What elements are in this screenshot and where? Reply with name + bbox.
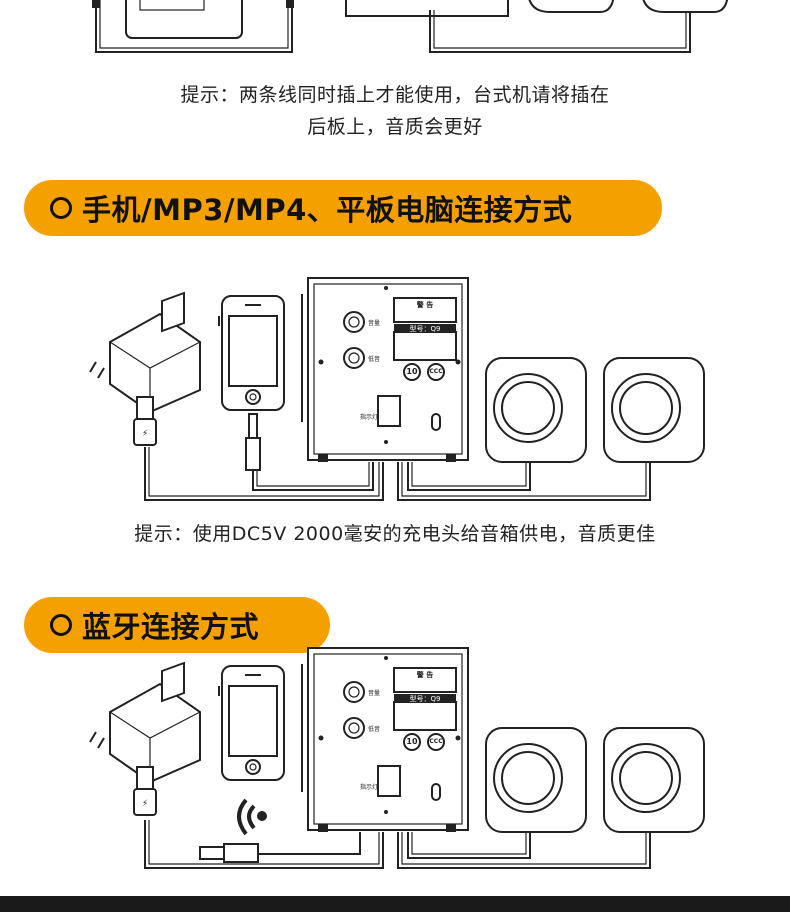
power-adapter-icon xyxy=(89,661,201,784)
bluetooth-signal-icon xyxy=(237,798,267,836)
speaker-icon xyxy=(603,357,705,463)
warning-title: 警 告 xyxy=(416,671,434,679)
model-label: 型号：Q9 xyxy=(409,325,441,333)
ccc-mark: CCC xyxy=(429,738,443,745)
top-diagram-fragment xyxy=(92,0,729,53)
cert-badge: 10 xyxy=(406,367,418,376)
speaker-icon xyxy=(485,357,587,463)
usb-plug-icon: ⚡ xyxy=(133,396,157,446)
knob-label-volume: 音量 xyxy=(368,320,381,327)
indicator-label: 指示灯 xyxy=(360,784,379,791)
warning-title: 警 告 xyxy=(416,301,434,309)
speaker-icon xyxy=(603,727,705,833)
top-pc-fragment xyxy=(92,0,294,53)
cert-badge: 10 xyxy=(406,737,418,746)
speaker-main-unit xyxy=(301,277,469,462)
ccc-mark: CCC xyxy=(429,368,443,375)
speaker-icon xyxy=(485,727,587,833)
circle-bullet-icon xyxy=(50,614,72,636)
usb-plug-icon: ⚡ xyxy=(133,766,157,816)
phone-connection-diagram: ⚡ xyxy=(89,277,705,501)
tip-line-1: 提示：两条线同时插上才能使用，台式机请将插在 xyxy=(180,84,610,106)
model-label: 型号：Q9 xyxy=(409,695,441,703)
smartphone-icon xyxy=(218,295,285,471)
bluetooth-connection-diagram: ⚡ xyxy=(89,647,705,869)
circle-bullet-icon xyxy=(50,197,72,219)
knob-label-bass: 低音 xyxy=(368,726,381,733)
section-title: 蓝牙连接方式 xyxy=(82,610,260,644)
section-header-phone: 手机/MP3/MP4、平板电脑连接方式 xyxy=(24,180,662,236)
knob-label-volume: 音量 xyxy=(368,690,381,697)
section-header-bluetooth: 蓝牙连接方式 xyxy=(24,597,330,653)
top-speaker-unit-fragment xyxy=(345,0,729,53)
tip-line-2: 后板上，音质会更好 xyxy=(307,116,483,138)
knob-label-bass: 低音 xyxy=(368,356,381,363)
section-title: 手机/MP3/MP4、平板电脑连接方式 xyxy=(82,193,573,227)
bottom-bar xyxy=(0,896,790,912)
power-adapter-icon xyxy=(89,291,201,414)
smartphone-icon xyxy=(218,665,285,781)
svg-text:⚡: ⚡ xyxy=(142,799,148,809)
svg-text:⚡: ⚡ xyxy=(142,429,148,439)
speaker-main-unit xyxy=(301,647,469,832)
indicator-label: 指示灯 xyxy=(360,414,379,421)
aux-plug-icon xyxy=(199,843,259,863)
tip-line-3: 提示：使用DC5V 2000毫安的充电头给音箱供电，音质更佳 xyxy=(134,523,656,545)
